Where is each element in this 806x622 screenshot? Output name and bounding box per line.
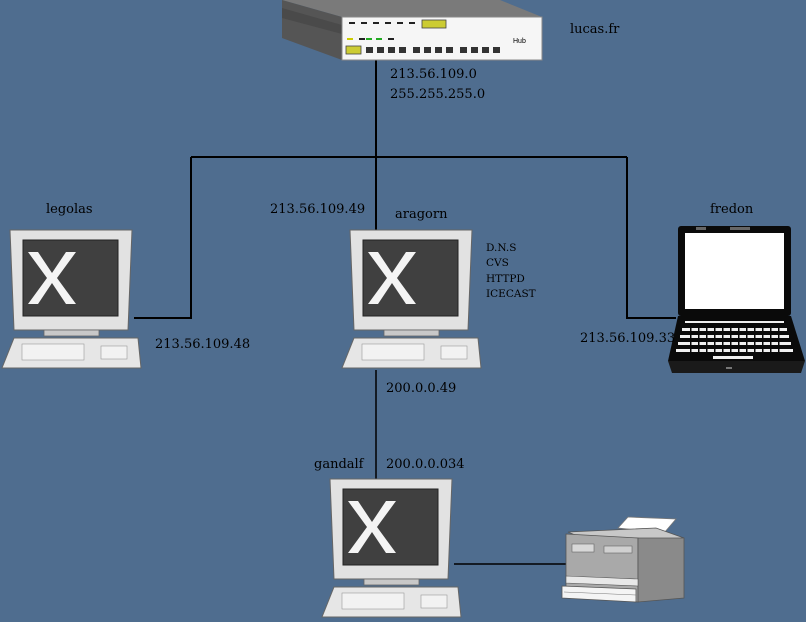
hub-badge: Hub: [513, 38, 526, 45]
laptop-computer-fredon: [668, 226, 805, 373]
x-logo-icon: [368, 252, 416, 304]
legolas-ip: 213.56.109.48: [155, 337, 251, 352]
aragorn-hostname: aragorn: [395, 207, 448, 222]
aragorn-service-dns: D.N.S: [486, 242, 517, 254]
x-logo-icon: [28, 252, 76, 304]
gandalf-hostname: gandalf: [314, 457, 364, 472]
desktop-computer-aragorn: [341, 229, 482, 369]
hub-name-label: lucas.fr: [570, 22, 620, 37]
fredon-ip: 213.56.109.33: [580, 331, 676, 346]
hub-network-address: 213.56.109.0: [390, 67, 477, 82]
aragorn-service-httpd: HTTPD: [486, 273, 525, 285]
hub-netmask: 255.255.255.0: [390, 87, 486, 102]
aragorn-ip-secondary: 200.0.0.49: [386, 381, 457, 396]
wire-fredon: [626, 157, 676, 319]
wire-legolas: [134, 157, 192, 319]
aragorn-service-cvs: CVS: [486, 257, 509, 269]
aragorn-service-icecast: ICECAST: [486, 288, 536, 300]
printer-device: [561, 516, 685, 603]
desktop-computer-gandalf: [321, 478, 462, 618]
legolas-hostname: legolas: [46, 202, 93, 217]
fredon-hostname: fredon: [710, 202, 754, 217]
aragorn-ip: 213.56.109.49: [270, 202, 366, 217]
desktop-computer-legolas: [1, 229, 142, 369]
hub-device: Hub: [282, 0, 543, 61]
x-logo-icon: [348, 501, 396, 553]
gandalf-ip: 200.0.0.034: [386, 457, 465, 472]
